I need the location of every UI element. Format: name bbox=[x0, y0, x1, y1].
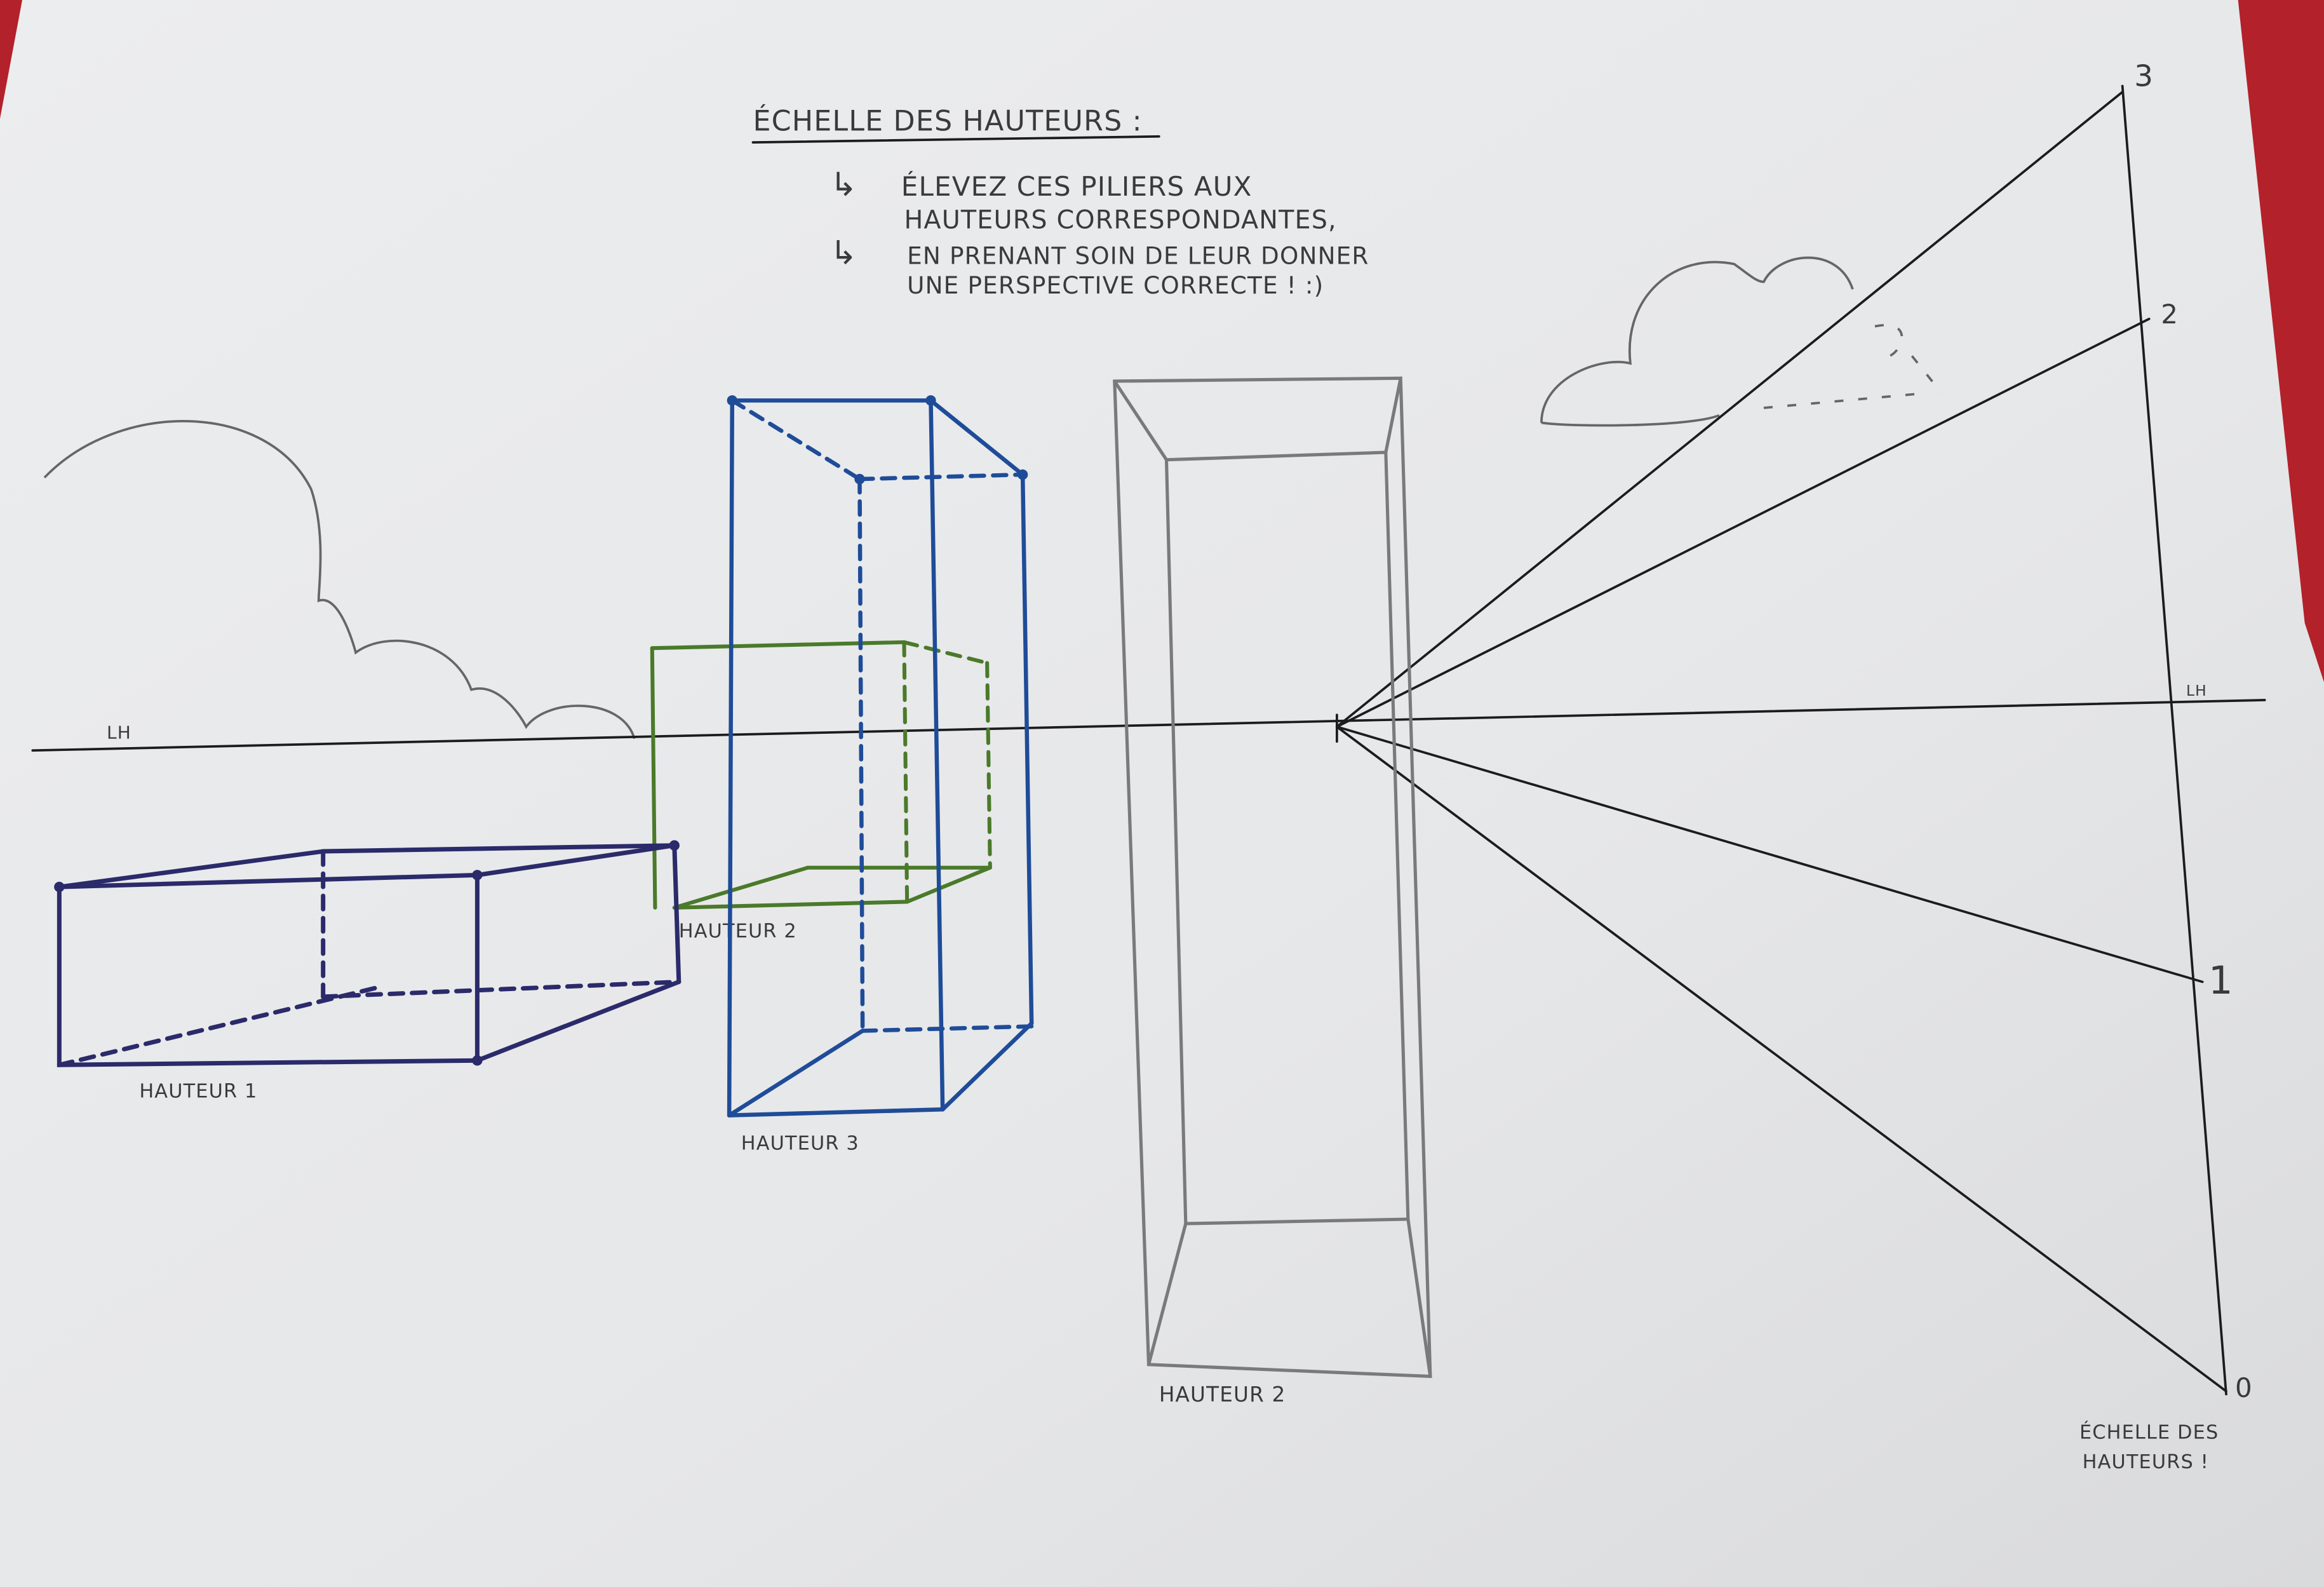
box-height-1 bbox=[54, 840, 682, 1067]
pillar-height-2 bbox=[1113, 376, 1432, 1379]
cloud-left bbox=[43, 420, 636, 739]
scale-mark-0: 0 bbox=[2235, 1372, 2253, 1403]
instruction-2-line-1: EN PRENANT SOIN DE LEUR DONNER bbox=[907, 242, 1369, 270]
instruction-1-line-1: ÉLEVEZ CES PILIERS AUX bbox=[901, 170, 1253, 202]
ray-2 bbox=[1335, 318, 2151, 728]
scale-mark-3: 3 bbox=[2134, 59, 2154, 93]
height-scale-line bbox=[2121, 84, 2227, 1396]
pillar-label: HAUTEUR 2 bbox=[1159, 1382, 1286, 1407]
cloud-right-sketch bbox=[1763, 323, 1943, 409]
cloud-right bbox=[1540, 256, 1854, 427]
instruction-bullet-1: ↳ bbox=[830, 166, 858, 204]
scale-mark-1: 1 bbox=[2208, 959, 2234, 1003]
scale-mark-2: 2 bbox=[2161, 299, 2179, 330]
horizon-label-left: LH bbox=[107, 722, 131, 743]
box-height-3 bbox=[727, 395, 1034, 1118]
horizon-label-right: LH bbox=[2186, 682, 2207, 699]
ray-1 bbox=[1335, 726, 2204, 983]
box-3-label: HAUTEUR 3 bbox=[741, 1132, 859, 1154]
ray-0 bbox=[1335, 726, 2227, 1393]
box-height-2 bbox=[650, 640, 992, 910]
horizon-line bbox=[31, 699, 2266, 752]
instruction-1-line-2: HAUTEURS CORRESPONDANTES, bbox=[904, 206, 1336, 235]
box-1-label: HAUTEUR 1 bbox=[139, 1081, 257, 1103]
ray-3 bbox=[1335, 90, 2124, 728]
scale-caption-line-1: ÉCHELLE DES bbox=[2079, 1421, 2219, 1444]
scale-caption-line-2: HAUTEURS ! bbox=[2083, 1451, 2209, 1473]
instruction-bullet-2: ↳ bbox=[830, 234, 858, 273]
box-2-label: HAUTEUR 2 bbox=[679, 920, 797, 942]
heading-underline bbox=[751, 135, 1160, 144]
heading-title: ÉCHELLE DES HAUTEURS : bbox=[753, 104, 1142, 137]
instruction-2-line-2: UNE PERSPECTIVE CORRECTE ! :) bbox=[907, 271, 1324, 299]
